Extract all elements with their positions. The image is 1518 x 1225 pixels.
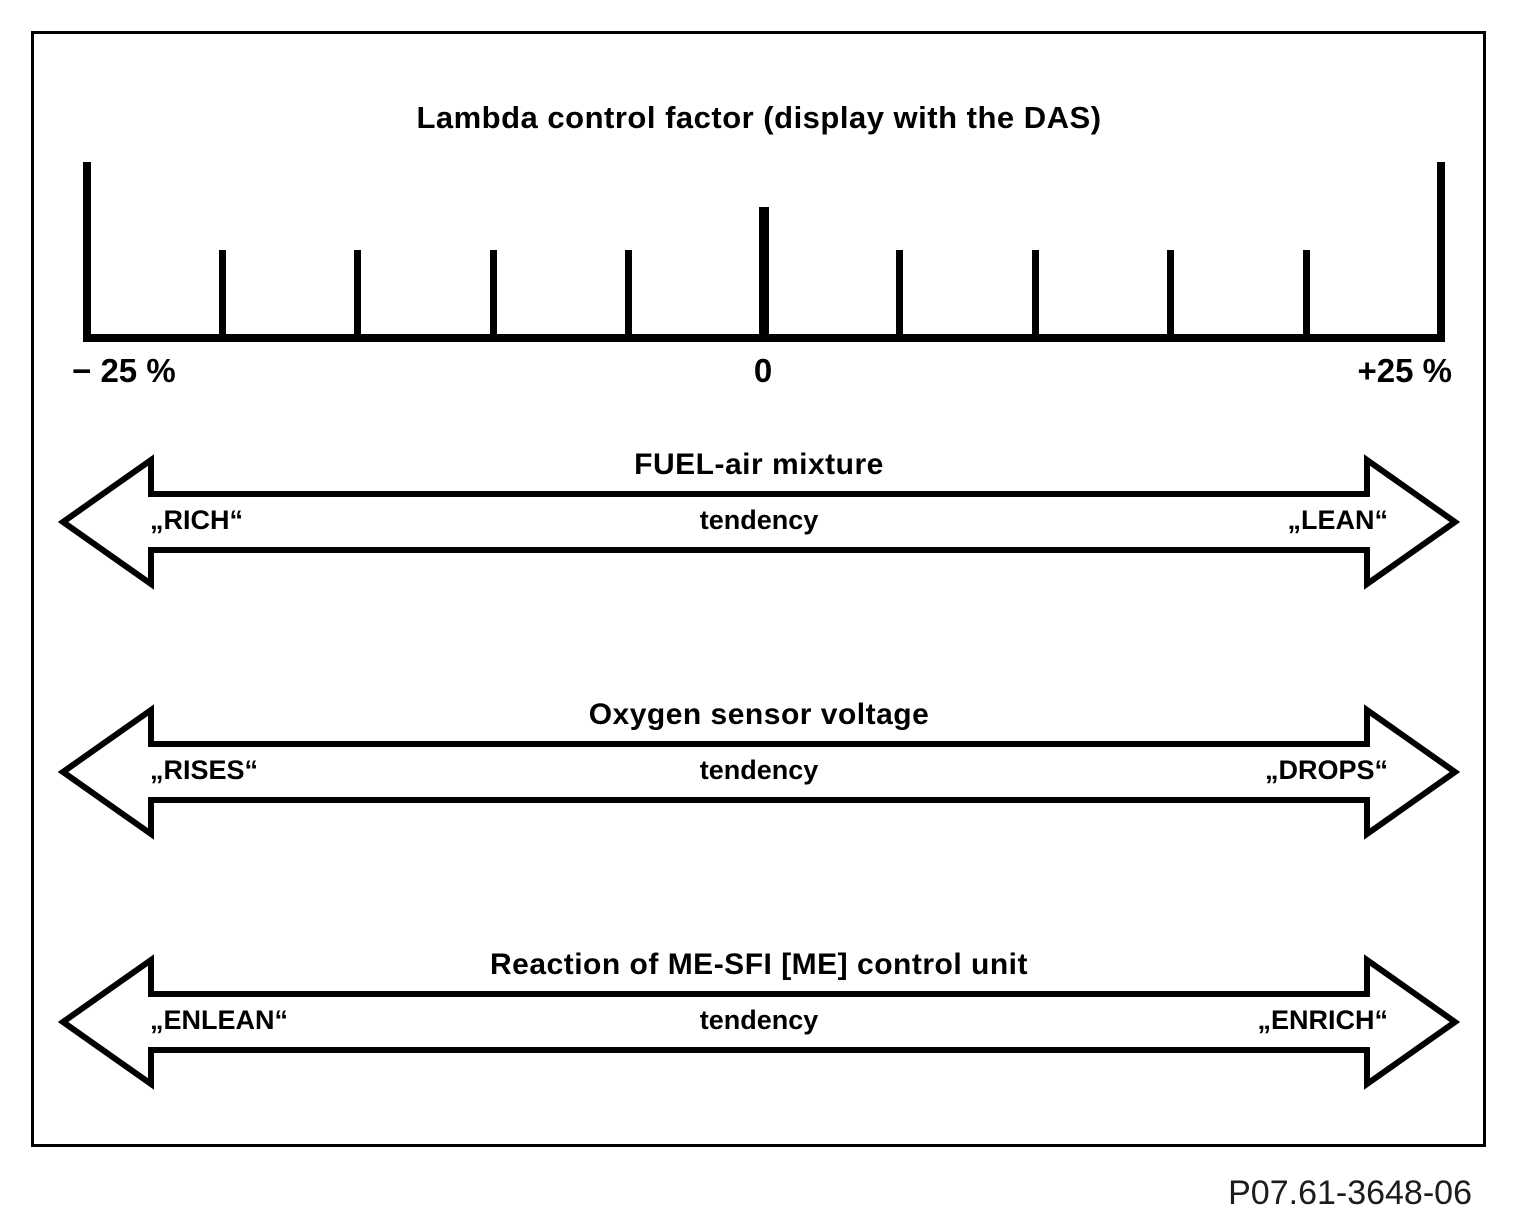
scale-max-label: +25 % (1357, 352, 1453, 389)
arrow-center-label: tendency (699, 755, 819, 785)
scale-tick (625, 250, 632, 342)
scale-ticks (83, 162, 1445, 342)
arrow-right-label: „DROPS“ (1264, 755, 1388, 785)
figure-border (31, 31, 1486, 1147)
scale-tick (759, 207, 769, 342)
section-title: Oxygen sensor voltage (588, 698, 930, 731)
scale-tick (1167, 250, 1174, 342)
section-title: Reaction of ME-SFI [ME] control unit (490, 948, 1028, 981)
arrow-center-label: tendency (699, 505, 819, 535)
double-arrow (57, 704, 1461, 840)
double-arrow-outline (57, 954, 1461, 1090)
scale-tick (1032, 250, 1039, 342)
scale-baseline (83, 334, 1445, 342)
arrow-left-label: „ENLEAN“ (150, 1005, 289, 1035)
scale-tick (83, 162, 91, 342)
scale-tick (490, 250, 497, 342)
scale-min-label: − 25 % (72, 352, 176, 389)
scale-tick (1303, 250, 1310, 342)
figure-title: Lambda control factor (display with the … (416, 100, 1102, 135)
section-title: FUEL-air mixture (634, 448, 884, 481)
arrow-left-label: „RICH“ (150, 505, 243, 535)
arrow-center-label: tendency (699, 1005, 819, 1035)
double-arrow (57, 454, 1461, 590)
figure-code-label: P07.61-3648-06 (1228, 1174, 1472, 1212)
arrow-left-label: „RISES“ (150, 755, 259, 785)
scale-tick (896, 250, 903, 342)
scale-tick (1437, 162, 1445, 342)
scale-tick (219, 250, 226, 342)
arrow-right-label: „LEAN“ (1287, 505, 1389, 535)
double-arrow-outline (57, 704, 1461, 840)
double-arrow-outline (57, 454, 1461, 590)
scale-tick (354, 250, 361, 342)
double-arrow (57, 954, 1461, 1090)
arrow-right-label: „ENRICH“ (1257, 1005, 1388, 1035)
scale-zero-label: 0 (753, 352, 773, 389)
